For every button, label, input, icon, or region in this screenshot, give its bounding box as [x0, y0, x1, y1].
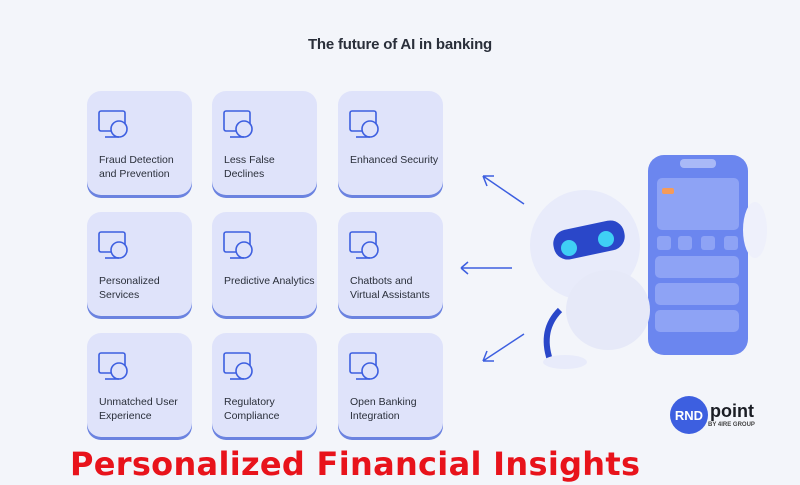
robot-with-phone-illustration	[530, 155, 767, 369]
feature-card: Open Banking Integration	[338, 333, 443, 437]
overlay-caption: Personalized Financial Insights	[70, 445, 641, 483]
people-network-icon	[223, 110, 253, 138]
feature-card: Less False Declines	[212, 91, 317, 195]
arrow-icon	[482, 175, 525, 205]
analytics-chart-icon	[223, 231, 253, 259]
feature-card: Regulatory Compliance	[212, 333, 317, 437]
feature-card: Fraud Detection and Prevention	[87, 91, 192, 195]
feature-card-label: Chatbots and Virtual Assistants	[350, 275, 430, 301]
monitor-search-icon	[98, 110, 128, 138]
feature-card-label: Fraud Detection and Prevention	[99, 154, 174, 180]
hand-gear-icon	[98, 231, 128, 259]
logo-mark: RND	[670, 396, 708, 434]
feature-card-label: Less False Declines	[224, 154, 275, 180]
logo-sub: BY 4IRE GROUP	[708, 421, 755, 428]
feature-card: Unmatched User Experience	[87, 333, 192, 437]
dollar-gear-icon	[349, 352, 379, 380]
shield-lock-icon	[349, 110, 379, 138]
feature-card: Chatbots and Virtual Assistants	[338, 212, 443, 316]
page-title: The future of AI in banking	[307, 36, 493, 53]
rndpoint-logo: RND point BY 4IRE GROUP	[670, 396, 755, 434]
feature-card: Personalized Services	[87, 212, 192, 316]
feature-card-label: Unmatched User Experience	[99, 396, 178, 422]
logo-name: point	[710, 400, 754, 421]
feature-card: Predictive Analytics	[212, 212, 317, 316]
feature-card-label: Predictive Analytics	[224, 275, 315, 287]
feature-card-label: Open Banking Integration	[350, 396, 417, 422]
feature-card: Enhanced Security	[338, 91, 443, 195]
clipboard-check-icon	[223, 352, 253, 380]
arrow-icon	[460, 261, 512, 275]
feature-card-label: Regulatory Compliance	[224, 396, 280, 422]
robot-chat-icon	[349, 231, 379, 259]
feature-card-label: Personalized Services	[99, 275, 160, 301]
arrow-icon	[482, 333, 525, 362]
feature-card-label: Enhanced Security	[350, 154, 439, 166]
devices-icon	[98, 352, 128, 380]
